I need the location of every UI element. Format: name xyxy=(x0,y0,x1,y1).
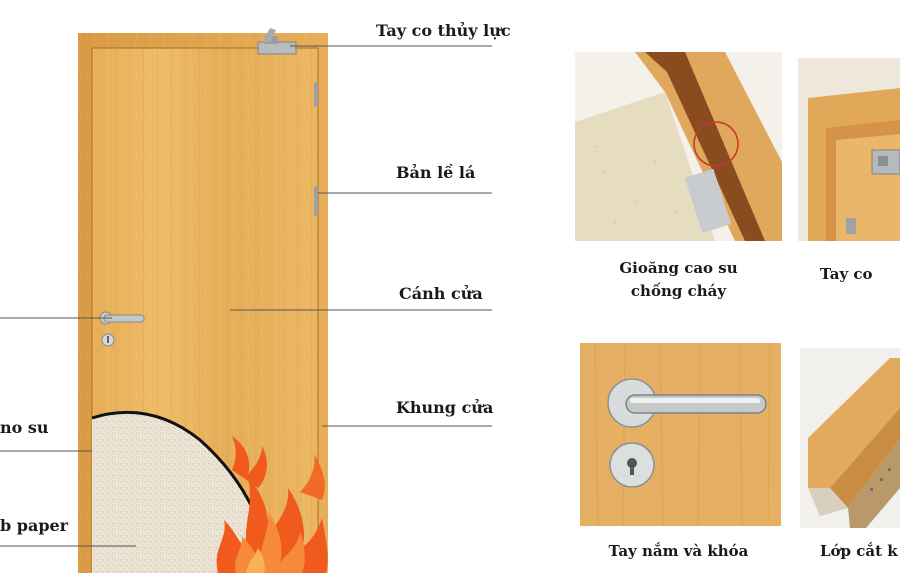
caption-handle-lock: Tay nắm và khóa xyxy=(608,542,749,560)
photo-door-closer xyxy=(798,58,900,241)
photo-handle-lock xyxy=(580,343,781,526)
honeycomb-core xyxy=(91,410,264,573)
callout-lines xyxy=(0,45,492,547)
photo-rubber-gasket xyxy=(575,52,782,241)
fire-flames xyxy=(216,436,328,573)
caption-rubber-gasket-line1: Gioăng cao su xyxy=(619,259,738,277)
label-honeycomb-paper-partial: b paper xyxy=(0,516,69,535)
hinges xyxy=(314,82,318,216)
caption-door-closer: Tay co xyxy=(820,265,873,283)
caption-cross-section: Lớp cắt k xyxy=(820,542,898,560)
label-door-leaf: Cánh cửa xyxy=(399,284,483,303)
label-rubber-gasket-partial: no su xyxy=(0,418,49,437)
caption-rubber-gasket: Gioăng cao su chống cháy xyxy=(575,257,782,303)
label-door-closer: Tay co thủy lực xyxy=(376,21,511,40)
photo-cross-section xyxy=(800,348,900,528)
caption-rubber-gasket-line2: chống cháy xyxy=(630,282,727,300)
label-door-frame: Khung cửa xyxy=(396,398,494,417)
door-closer xyxy=(257,28,297,55)
label-leaf-hinge: Bản lề lá xyxy=(396,163,476,182)
